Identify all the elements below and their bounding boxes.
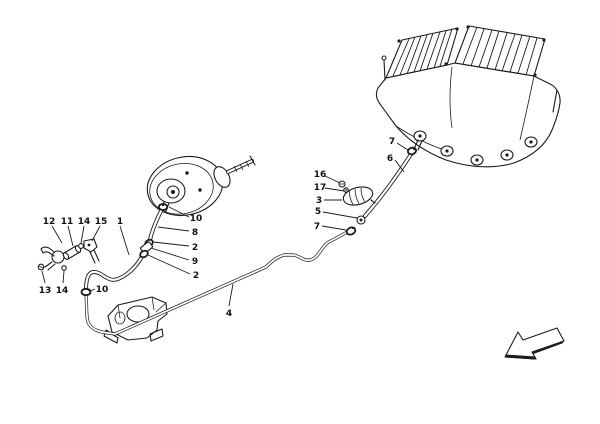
hose-6: [363, 151, 414, 218]
washer-14-upper: [78, 243, 84, 249]
callout-10b: 10: [96, 285, 109, 295]
callout-11: 11: [61, 217, 74, 227]
booster-hub-inner: [166, 185, 180, 199]
one-way-valve-3: [338, 180, 376, 206]
callout-1: 1: [117, 217, 123, 227]
callout-6: 6: [387, 154, 393, 164]
manifold-seam: [449, 66, 453, 129]
vacuum-pipe-4: [84, 227, 355, 336]
booster-stud: [198, 188, 202, 192]
chassis-bracket: [103, 296, 168, 344]
tap-12: [51, 250, 65, 264]
valve-cover-right: [454, 25, 546, 77]
callout-12: 12: [43, 217, 56, 227]
intake-ports: [413, 130, 538, 166]
callout-labels: 12 11 14 15 1 13 14 10 10 8 2 9 2 4 16 1…: [39, 137, 395, 319]
hose-8: [148, 207, 164, 242]
callout-5: 5: [315, 207, 321, 217]
booster-rim: [149, 163, 214, 215]
callout-2b: 2: [193, 271, 199, 281]
callout-7b: 7: [389, 137, 395, 147]
manifold-seam: [519, 75, 535, 141]
washer-14-lower: [61, 265, 67, 271]
callout-15: 15: [95, 217, 108, 227]
intake-manifold: [375, 25, 561, 168]
callout-8: 8: [192, 228, 198, 238]
elbow-15: [83, 238, 100, 264]
callout-2a: 2: [192, 243, 198, 253]
callout-4: 4: [226, 309, 232, 319]
booster-hub: [156, 178, 186, 204]
booster-stud: [185, 171, 189, 175]
vacuum-tap-assembly: [37, 238, 100, 271]
callout-17: 17: [314, 183, 327, 193]
callout-13: 13: [39, 286, 52, 296]
booster-hub-center: [171, 190, 175, 194]
booster-shell: [146, 156, 224, 216]
callout-14a: 14: [78, 217, 91, 227]
callout-10a: 10: [190, 214, 203, 224]
union-5: [356, 215, 366, 225]
clamp-7-engine: [407, 146, 417, 156]
callout-3: 3: [316, 196, 322, 206]
booster-pushrod: [213, 155, 256, 188]
clamp-7-pipe: [345, 226, 357, 236]
clamp-2-lower: [139, 249, 149, 259]
leader-lines: [41, 142, 409, 307]
manifold-studs: [381, 25, 558, 113]
callout-9: 9: [192, 257, 198, 267]
callout-7a: 7: [314, 222, 320, 232]
manifold-body: [375, 62, 561, 168]
hose-1: [84, 253, 145, 292]
callout-16: 16: [314, 170, 327, 180]
valve-cover-left: [385, 27, 459, 79]
callout-14b: 14: [56, 286, 69, 296]
direction-arrow-icon: [504, 327, 565, 360]
